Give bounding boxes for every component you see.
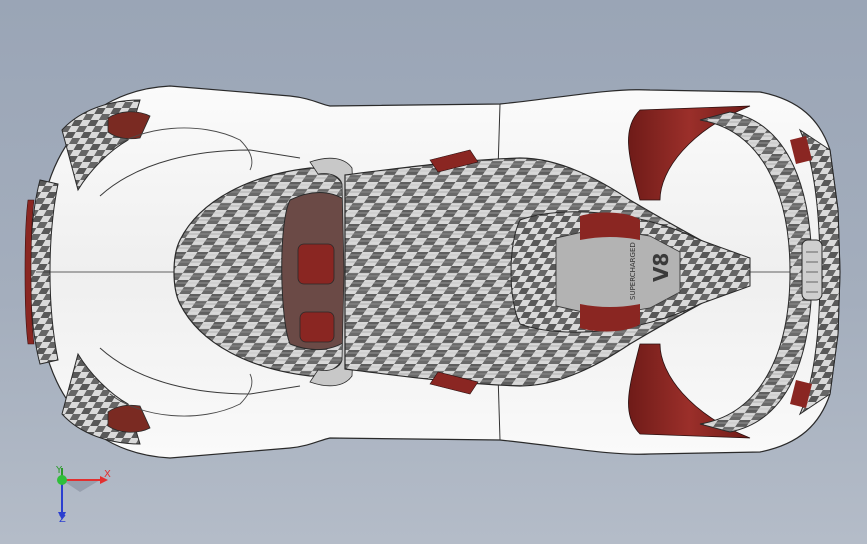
engine-badge: V8: [649, 253, 673, 282]
hood-line-top: [99, 149, 301, 197]
hood-line-bottom: [99, 347, 301, 395]
rear-hoop: [699, 111, 813, 433]
z-axis-label: Z: [59, 514, 66, 525]
taillight-top: [790, 136, 812, 164]
exhaust: [801, 239, 823, 301]
front-arch-bottom: [109, 373, 253, 417]
orientation-triad: [57, 468, 108, 520]
mirror-bottom: [429, 371, 479, 395]
triad-origin: [57, 475, 67, 485]
y-axis-label: Y: [56, 465, 63, 476]
headlight-bottom: [107, 404, 151, 433]
seat-right: [299, 311, 335, 343]
front-lip-red: [24, 199, 35, 345]
engine-red-inlet: [580, 212, 640, 240]
rear-arch-top: [628, 105, 751, 201]
rear-arch-bottom: [628, 343, 751, 439]
seat-left: [297, 243, 335, 285]
taillight-bottom: [790, 380, 812, 408]
engine-red-outlet: [580, 304, 640, 332]
mirror-top: [429, 149, 479, 173]
headlight-top: [107, 111, 151, 140]
front-arch-top: [109, 127, 253, 171]
engine-cover-text: SUPERCHARGED: [629, 242, 637, 300]
x-axis-label: X: [104, 469, 111, 480]
